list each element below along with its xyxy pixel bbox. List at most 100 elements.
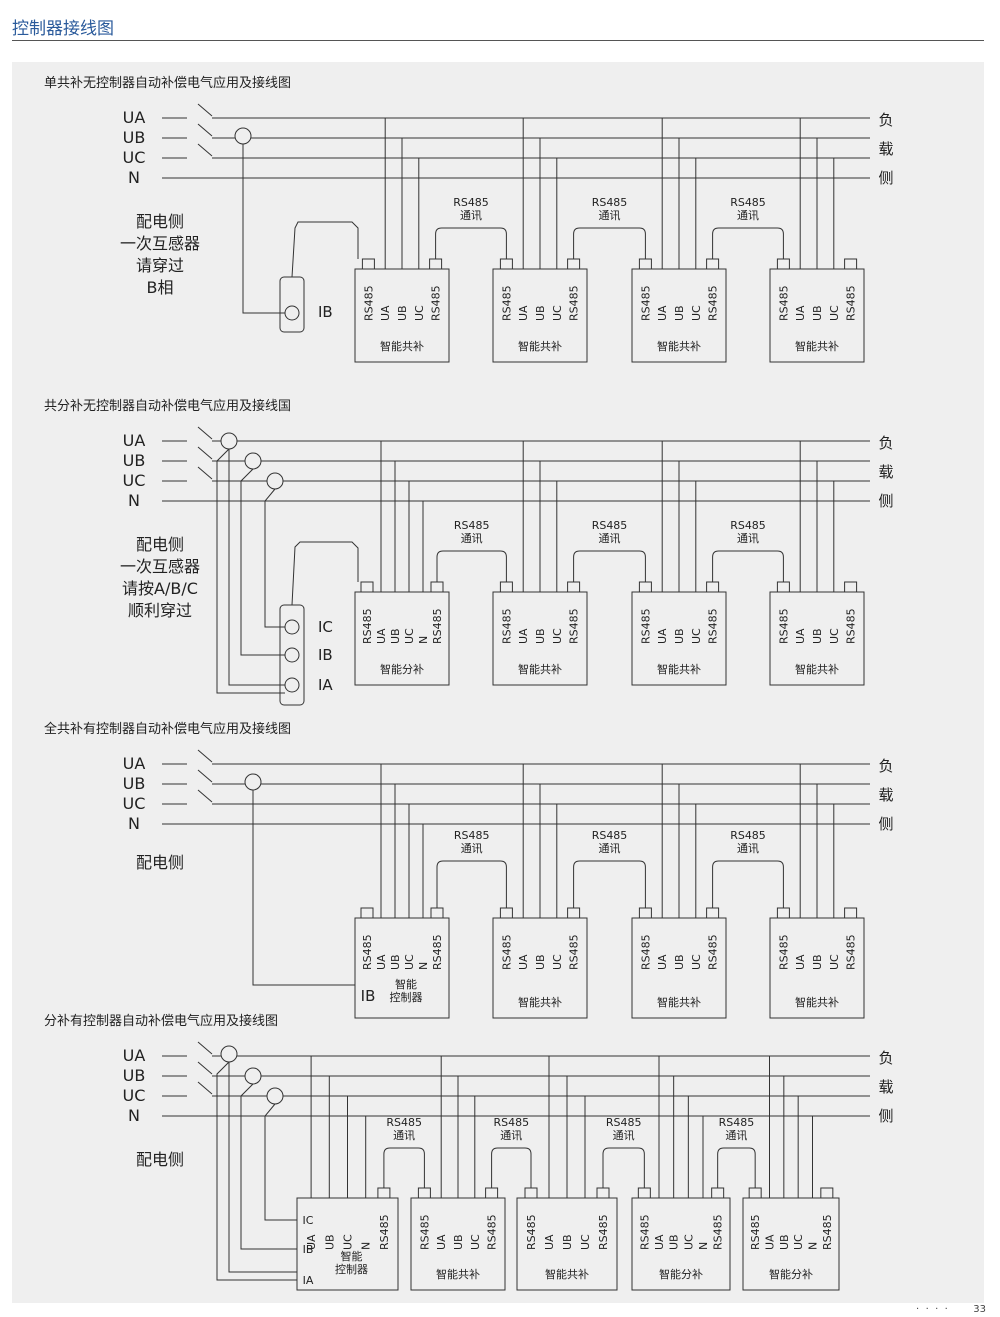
terminal-pin xyxy=(596,1187,610,1199)
terminal-label-ub: UB xyxy=(534,954,547,970)
terminal-label-rs485: RS485 xyxy=(638,1214,651,1250)
switch-blade xyxy=(197,446,213,460)
ct-label-ib: IB xyxy=(303,1243,314,1256)
load-side-label: 载 xyxy=(878,140,893,158)
ct-ring-a xyxy=(220,1045,238,1063)
module-title: 智能共补 xyxy=(657,995,701,1009)
load-side-label: 负 xyxy=(878,111,893,129)
phase-label-ub: UB xyxy=(123,128,146,147)
terminal-label-rs485: RS485 xyxy=(845,934,858,970)
module-box xyxy=(354,917,450,1019)
rs485-label: RS485 xyxy=(592,829,628,842)
terminal-label-rs485: RS485 xyxy=(845,608,858,644)
terminal-pin xyxy=(377,1187,391,1199)
phase-label-uc: UC xyxy=(123,148,146,167)
load-side-label: 载 xyxy=(878,463,893,481)
terminal-label-rs485: RS485 xyxy=(361,934,374,970)
terminal-pin xyxy=(706,258,720,270)
rs485-link xyxy=(573,227,646,259)
phase-label-n: N xyxy=(128,168,140,187)
terminal-label-rs485: RS485 xyxy=(500,608,513,644)
distribution-side-note: 配电侧 xyxy=(136,853,184,872)
phase-label-ua: UA xyxy=(123,754,146,773)
switch-blade xyxy=(197,143,213,157)
terminal-label-ua: UA xyxy=(305,1234,318,1250)
terminal-label-rs485: RS485 xyxy=(845,285,858,321)
ct-ring-b xyxy=(244,1067,262,1085)
rs485-link xyxy=(436,550,507,582)
terminal-pin xyxy=(638,258,652,270)
phase-label-ub: UB xyxy=(123,774,146,793)
terminal-label-rs485: RS485 xyxy=(639,608,652,644)
ct-terminal xyxy=(284,619,300,635)
terminal-label-uc: UC xyxy=(342,1234,355,1250)
rs485-label: RS485 xyxy=(386,1116,422,1129)
terminal-label-ub: UB xyxy=(389,954,402,970)
switch-blade xyxy=(197,103,213,117)
distribution-side-note: 配电侧 xyxy=(136,1150,184,1169)
terminal-pin xyxy=(430,581,444,593)
distribution-side-note: 请穿过 xyxy=(136,256,184,275)
terminal-label-ua: UA xyxy=(656,954,669,970)
module-title: 智能分补 xyxy=(659,1267,703,1281)
ct-wire xyxy=(252,790,355,986)
load-side-label: 载 xyxy=(878,786,893,804)
comm-label: 通讯 xyxy=(737,532,759,545)
rs485-link xyxy=(712,550,784,582)
rs485-label: RS485 xyxy=(730,196,766,209)
ib-label: IB xyxy=(318,303,333,321)
module-title: 智能共补 xyxy=(657,662,701,676)
terminal-label-rs485: RS485 xyxy=(378,1214,391,1250)
module-title: 智能共补 xyxy=(795,662,839,676)
terminal-pin xyxy=(567,907,581,919)
switch-blade xyxy=(197,426,213,440)
terminal-pin xyxy=(360,581,374,593)
ct-signal-wire xyxy=(291,541,359,606)
terminal-label-ua: UA xyxy=(656,628,669,644)
terminal-label-ua: UA xyxy=(435,1234,448,1250)
ct-ring-c xyxy=(266,472,284,490)
terminal-label-uc: UC xyxy=(690,305,703,321)
terminal-label-ub: UB xyxy=(811,628,824,644)
module-title: 智能共补 xyxy=(657,339,701,353)
terminal-label-ub: UB xyxy=(811,954,824,970)
ct-terminal xyxy=(284,647,300,663)
comm-label: 通讯 xyxy=(737,842,759,855)
terminal-label-ua: UA xyxy=(375,954,388,970)
terminal-pin xyxy=(706,907,720,919)
switch-blade xyxy=(197,1061,213,1075)
comm-label: 通讯 xyxy=(461,842,483,855)
rs485-label: RS485 xyxy=(454,519,490,532)
terminal-label-rs485: RS485 xyxy=(568,608,581,644)
rs485-link xyxy=(712,227,784,259)
controller-label: 智能 xyxy=(341,1249,363,1263)
rs485-label: RS485 xyxy=(719,1116,755,1129)
terminal-label-ub: UB xyxy=(668,1234,681,1250)
load-side-label: 侧 xyxy=(878,815,893,833)
terminal-label-ua: UA xyxy=(517,305,530,321)
terminal-label-ua: UA xyxy=(517,628,530,644)
module-title: 智能共补 xyxy=(518,662,562,676)
terminal-label-rs485: RS485 xyxy=(500,934,513,970)
ct-label-ic: IC xyxy=(303,1214,314,1227)
terminal-label-ua: UA xyxy=(653,1234,666,1250)
terminal-pin xyxy=(429,258,443,270)
diagram-title: 分补有控制器自动补偿电气应用及接线图 xyxy=(44,1013,278,1029)
ct-label-ia: IA xyxy=(318,676,333,694)
distribution-side-note: 请按A/B/C xyxy=(122,579,198,598)
comm-label: 通讯 xyxy=(500,1129,522,1142)
ct-wire-a2 xyxy=(228,449,285,686)
diagram-title: 共分补无控制器自动补偿电气应用及接线国 xyxy=(44,398,291,414)
load-side-label: 侧 xyxy=(878,492,893,510)
module-title: 智能共补 xyxy=(545,1267,589,1281)
phase-label-n: N xyxy=(128,491,140,510)
terminal-pin xyxy=(637,1187,651,1199)
rs485-link xyxy=(383,1147,425,1188)
terminal-label-ub: UB xyxy=(323,1234,336,1250)
rs485-label: RS485 xyxy=(606,1116,642,1129)
terminal-label-rs485: RS485 xyxy=(707,285,720,321)
distribution-side-note: 一次互感器 xyxy=(120,557,200,576)
terminal-label-rs485: RS485 xyxy=(431,934,444,970)
ct-signal-wire xyxy=(291,221,359,278)
terminal-label-ua: UA xyxy=(379,305,392,321)
